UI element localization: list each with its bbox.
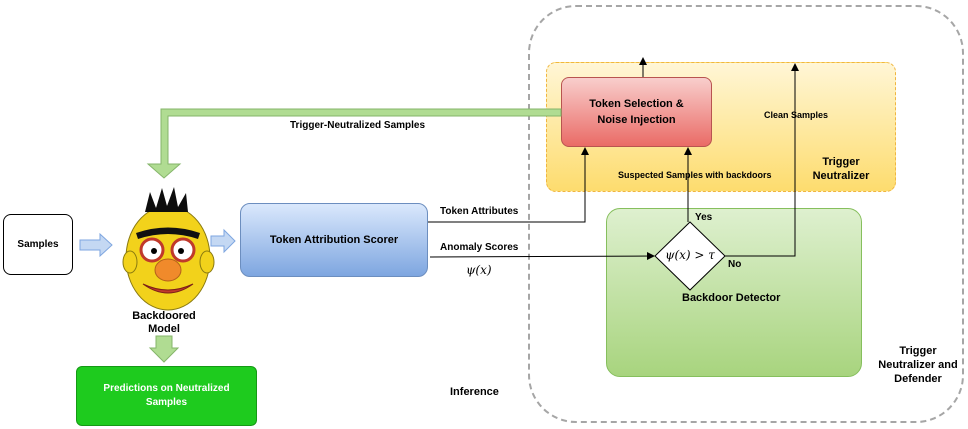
model-to-predictions-arrow: [148, 335, 180, 363]
condition-label: ψ(x) > τ: [665, 248, 715, 262]
suspected-samples-label: Suspected Samples with backdoors: [618, 170, 772, 180]
no-label: No: [728, 259, 742, 270]
token-attribution-scorer-box: Token Attribution Scorer: [240, 203, 428, 277]
model-to-scorer-arrow: [210, 228, 236, 254]
backdoor-detector-region: [606, 208, 862, 377]
samples-box: Samples: [3, 214, 73, 275]
predictions-box: Predictions on Neutralized Samples: [76, 366, 257, 426]
anomaly-symbol-label: ψ(x): [466, 263, 492, 277]
token-attribution-scorer-label: Token Attribution Scorer: [269, 234, 399, 246]
yes-label: Yes: [695, 212, 713, 223]
trigger-neutralized-label: Trigger-Neutralized Samples: [290, 120, 426, 131]
token-selection-label: Token Selection & Noise Injection: [589, 98, 684, 126]
backdoored-model-label: Backdoored Model: [132, 310, 196, 335]
anomaly-scores-label: Anomaly Scores: [440, 242, 519, 253]
backdoored-model-face-icon: [122, 187, 215, 311]
anomaly-scores-edge: [429, 252, 655, 261]
defender-region: [528, 5, 964, 423]
inference-label: Inference: [450, 386, 499, 398]
backdoor-detector-label: Backdoor Detector: [682, 292, 781, 304]
predictions-label: Predictions on Neutralized Samples: [103, 383, 230, 408]
token-selection-box: Token Selection & Noise Injection: [561, 77, 712, 147]
token-attributes-label: Token Attributes: [440, 206, 519, 217]
samples-label: Samples: [17, 239, 59, 250]
defender-region-label: Trigger Neutralizer and Defender: [878, 345, 958, 385]
token-attributes-edge: [428, 147, 589, 223]
decision-diamond: [654, 221, 726, 291]
trigger-neutralized-loop: [146, 108, 562, 179]
clean-samples-label: Clean Samples: [764, 110, 829, 120]
samples-to-model-arrow: [79, 232, 113, 258]
clean-samples-edge: [724, 63, 799, 257]
trigger-neutralizer-label: Trigger Neutralizer: [812, 156, 870, 182]
